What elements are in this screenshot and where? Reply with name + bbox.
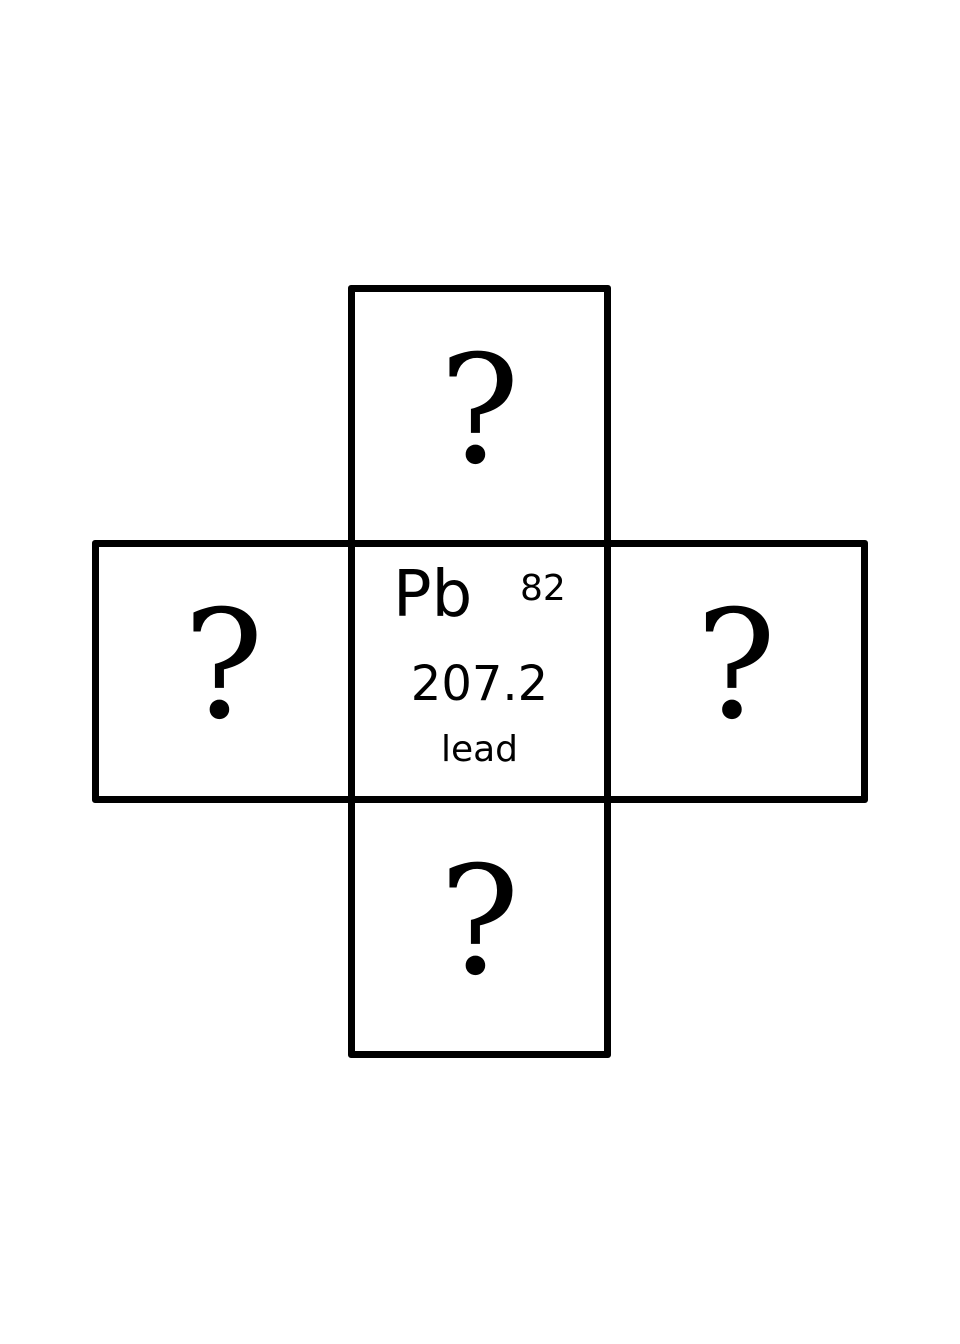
atomic-mass: 207.2 (410, 656, 549, 712)
question-mark: ? (439, 324, 520, 498)
left-unknown-tile: ? (92, 540, 355, 803)
lead-element-tile: Pb 82 207.2 lead (348, 540, 611, 803)
atomic-number: 82 (520, 568, 566, 609)
element-name: lead (440, 729, 519, 770)
question-mark: ? (439, 835, 520, 1009)
question-mark: ? (183, 579, 264, 753)
element-symbol: Pb (393, 558, 473, 632)
top-unknown-tile: ? (348, 285, 611, 547)
question-mark: ? (695, 579, 777, 753)
bottom-unknown-tile: ? (348, 796, 611, 1058)
right-unknown-tile: ? (604, 540, 868, 803)
